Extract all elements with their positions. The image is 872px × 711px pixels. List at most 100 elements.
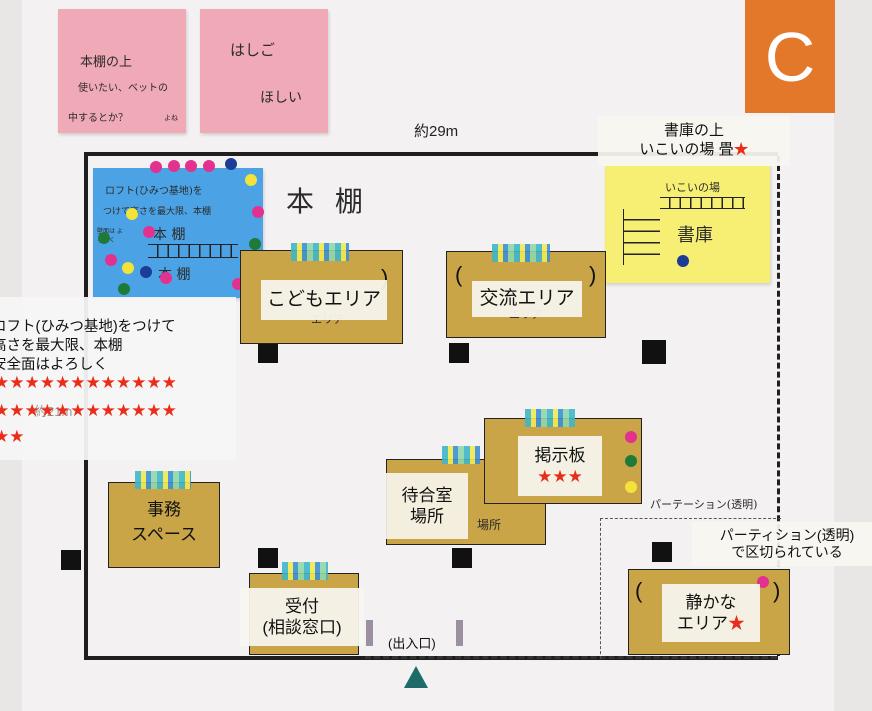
partition-label-line1: パーティション(透明)	[719, 526, 855, 543]
star-rating: ★	[728, 614, 745, 633]
kids-area-label: こどもエリア	[261, 280, 387, 320]
office-label-line1: 事務	[147, 500, 181, 519]
sticky-note-line: ほしい	[260, 90, 302, 106]
bulletin-label-text: 掲示板	[534, 445, 586, 465]
blue-note-line: ロフト(ひみつ基地)を	[105, 186, 203, 197]
reception-label-line1: 受付	[285, 596, 319, 616]
vote-dot	[118, 283, 130, 295]
vote-dot	[203, 160, 215, 172]
partition-handwriting: パーテーション(透明)	[650, 498, 758, 511]
section-badge: C	[745, 0, 835, 113]
bulletin-board-label: 掲示板 ★★★	[518, 436, 602, 496]
quiet-label-line1: 静かな	[685, 592, 737, 612]
washi-tape	[282, 562, 328, 580]
yellow-note-line: いこいの場	[665, 181, 720, 194]
bulletin-star-rating: ★★★	[537, 467, 583, 486]
vote-dot	[105, 254, 117, 266]
sticky-note-line: 使いたい、ベットの	[78, 83, 168, 94]
loft-comment-line1: ロフト(ひみつ基地)をつけて	[0, 319, 176, 335]
loft-comment-note: ロフト(ひみつ基地)をつけて 高さを最大限、本棚 安全面はよろしく ★★★★★★…	[0, 297, 236, 460]
vote-dot	[143, 226, 155, 238]
sticky-note-line: よね	[164, 114, 178, 122]
ladder-drawing	[148, 244, 238, 258]
exchange-area-label: 交流エリア	[472, 281, 582, 317]
pillar-square	[652, 542, 672, 562]
office-space-label: 事務 スペース	[108, 498, 220, 547]
blue-note-line: 本 棚	[153, 227, 186, 243]
pillar-square	[452, 548, 472, 568]
waiting-label-line1: 待合室	[401, 485, 453, 505]
library-label-line1: 書庫の上	[663, 122, 724, 140]
quiet-label-line2: エリア★	[677, 614, 745, 633]
yellow-note-line: 書庫	[677, 225, 713, 246]
waiting-room-label: 待合室 場所	[386, 473, 468, 539]
washi-tape	[525, 409, 575, 427]
sticky-note-line: はしご	[230, 41, 276, 59]
vote-dot	[252, 206, 264, 218]
loft-star-rating: ★★	[0, 427, 25, 446]
sticky-note-ladder: はしご ほしい	[200, 9, 328, 133]
vote-dot	[98, 232, 110, 244]
vote-dot	[160, 272, 172, 284]
pillar-square	[642, 340, 666, 364]
waiting-label-line2: 場所	[410, 507, 444, 526]
bottom-wall-dashed	[365, 656, 777, 659]
vote-dot	[168, 160, 180, 172]
reception-label-line2: (相談窓口)	[262, 618, 342, 637]
vote-dot	[150, 161, 162, 173]
entrance-label: (出入口)	[388, 636, 436, 651]
partition-label-line2: で区切られている	[731, 544, 843, 560]
stairs-drawing	[623, 209, 660, 265]
right-wall-dashed	[777, 156, 780, 656]
quiet-area-label: 静かな エリア★	[662, 584, 760, 642]
vote-dot	[249, 238, 261, 250]
vote-dot-red	[625, 431, 637, 443]
blue-sticky-note-loft: ロフト(ひみつ基地)を つけて高さを最大限、本棚 壁面は よろしく 本 棚 本 …	[93, 168, 263, 298]
loft-comment-line3: 安全面はよろしく	[0, 357, 108, 373]
waiting-room-handwriting: 場所	[477, 518, 502, 532]
pillar-square	[258, 548, 278, 568]
partition-label: パーティション(透明) で区切られている	[692, 522, 872, 566]
office-label-line2: スペース	[131, 524, 197, 544]
star-rating: ★	[733, 141, 749, 158]
bracket: (	[635, 578, 643, 603]
vote-dot	[185, 160, 197, 172]
vote-dot	[140, 266, 152, 278]
bracket: )	[381, 265, 389, 290]
sticky-note-line: 中するとか？	[68, 113, 128, 124]
office-space-card	[108, 471, 220, 568]
washi-tape	[291, 243, 349, 261]
vote-dot	[122, 262, 134, 274]
loft-star-rating: ★★★★★★★★★★★★	[0, 373, 177, 392]
pillar-square	[258, 343, 278, 363]
loft-comment-line2: 高さを最大限、本棚	[0, 338, 123, 354]
bracket: )	[589, 262, 597, 287]
entrance-marker-right	[456, 620, 463, 646]
sticky-note-bookshelf-top: 本棚の上 使いたい、ベットの 中するとか？ よね	[58, 9, 186, 133]
entrance-arrow-icon	[404, 666, 428, 688]
bracket: (	[455, 262, 463, 287]
partition-dashed-line	[600, 518, 781, 659]
washi-tape	[492, 244, 550, 262]
washi-tape	[442, 446, 480, 464]
yellow-sticky-note-library: いこいの場 書庫	[605, 163, 770, 283]
depth-dimension-label: 約21m	[34, 404, 73, 419]
entrance-marker-left	[366, 620, 373, 646]
vote-dot	[757, 576, 769, 588]
loft-star-rating: ★★★★★★★★★★★★	[0, 401, 177, 420]
blue-note-line: つけて高さを最大限、本棚	[103, 207, 212, 217]
ladder-drawing	[660, 197, 745, 209]
pillar-square	[449, 343, 469, 363]
vote-dot	[245, 174, 257, 186]
vote-dot-yellow	[625, 481, 637, 493]
vote-dot	[225, 158, 237, 170]
sticky-note-line: 本棚の上	[80, 55, 133, 70]
vote-dot	[677, 255, 689, 267]
vote-dot-green	[625, 455, 637, 467]
bracket: )	[773, 578, 781, 603]
library-label-line2: いこいの場 畳★	[639, 141, 749, 158]
washi-tape	[135, 471, 191, 489]
pillar-square	[61, 550, 81, 570]
vote-dot	[126, 208, 138, 220]
reception-label: 受付 (相談窓口)	[240, 588, 364, 646]
